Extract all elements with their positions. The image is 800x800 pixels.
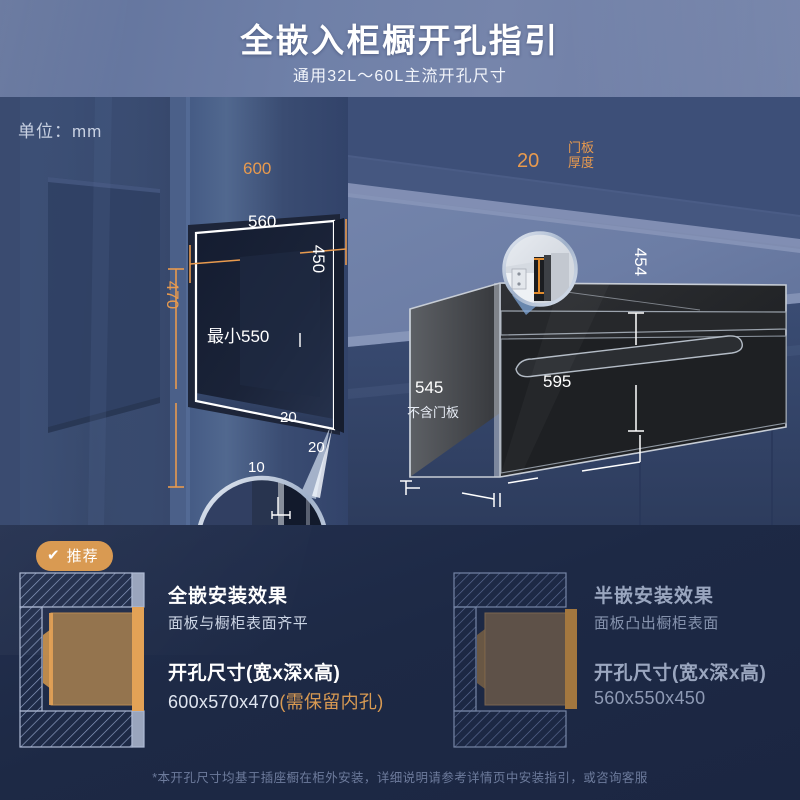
card-full-embed-spec-value: 600x570x470(需保留内孔)	[168, 688, 384, 714]
card-full-embed-title: 全嵌安装效果	[168, 586, 289, 607]
card-half-embed-spec-value: 560x550x450	[594, 688, 706, 708]
recommended-badge-label: 推荐	[66, 548, 99, 565]
check-icon: ✔	[47, 547, 61, 564]
diagram-half-embed	[453, 572, 577, 748]
dim-595-line	[507, 435, 641, 484]
page-subtitle: 通用32L～60L主流开孔尺寸	[293, 68, 507, 85]
dim-oven-height: 454	[631, 247, 651, 277]
dim-470-line	[168, 268, 184, 488]
card-full-embed-spec-note: (需保留内孔)	[279, 692, 384, 712]
illustration-scene: 单位：mm 600 560 450 470 最小550 20 20 10 454…	[0, 97, 800, 525]
card-full-embed-subtitle: 面板与橱柜表面齐平	[168, 615, 309, 632]
card-full-embed-spec-label: 开孔尺寸(宽x深x高)	[168, 663, 341, 684]
magnifier-door-thickness-content	[504, 233, 576, 305]
label-door-thickness: 门板厚度	[568, 140, 595, 170]
dim-opening-height-inner: 450	[309, 244, 329, 274]
dim-door-thickness-value: 20	[517, 150, 540, 172]
card-half-embed-subtitle: 面板凸出橱柜表面	[594, 615, 719, 632]
diagram-full-embed	[19, 572, 145, 748]
page-header: 全嵌入柜橱开孔指引 通用32L～60L主流开孔尺寸	[0, 0, 800, 97]
dim-opening-depth-min: 最小550	[207, 327, 270, 346]
dim-opening-width-inner: 560	[248, 212, 277, 231]
dim-opening-height-outer: 470	[163, 280, 183, 310]
dim-oven-depth: 545	[415, 378, 444, 397]
card-full-embed-spec-number: 600x570x470	[168, 692, 280, 712]
magnifier-ring-recess	[197, 475, 327, 525]
recommended-badge: ✔ 推荐	[36, 541, 113, 571]
dim-545-line	[400, 480, 501, 507]
card-half-embed-title: 半嵌安装效果	[594, 586, 715, 607]
dim-oven-width: 595	[543, 372, 572, 391]
dim-600-line	[189, 219, 347, 283]
dim-recess-side-gap: 20	[308, 439, 325, 456]
dim-recess-top-gap: 20	[280, 409, 297, 426]
page-title: 全嵌入柜橱开孔指引	[240, 22, 560, 59]
scene-artwork	[0, 97, 800, 525]
install-comparison-section: ✔ 推荐	[0, 525, 800, 800]
dim-recess-lip: 10	[248, 459, 265, 476]
unit-label: 单位：mm	[18, 122, 103, 141]
card-half-embed-spec-label: 开孔尺寸(宽x深x高)	[594, 663, 767, 684]
card-half-embed-text: 半嵌安装效果 面板凸出橱柜表面 开孔尺寸(宽x深x高) 560x550x450	[594, 581, 766, 709]
header-sheen-right	[570, 0, 800, 97]
dim-454-line	[628, 312, 644, 432]
dim-oven-depth-note: 不含门板	[407, 405, 460, 420]
magnifier-ring-door	[502, 231, 578, 307]
card-full-embed-text: 全嵌安装效果 面板与橱柜表面齐平 开孔尺寸(宽x深x高) 600x570x470…	[168, 581, 384, 714]
footnote: *本开孔尺寸均基于插座橱在柜外安装，详细说明请参考详情页中安装指引，或咨询客服	[152, 771, 648, 785]
dim-opening-width-outer: 600	[243, 159, 272, 178]
